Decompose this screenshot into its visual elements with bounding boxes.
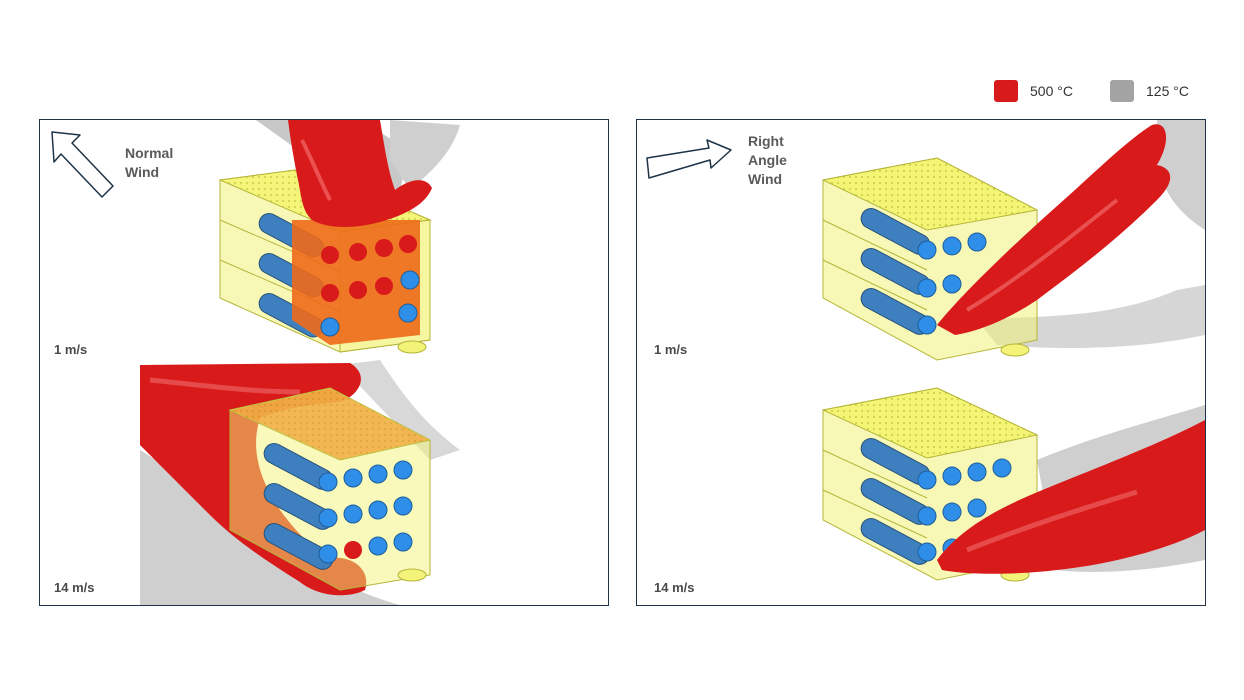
wind-arrow-icon: [51, 131, 114, 198]
panel-normal-wind: Normal Wind 1 m/s 14 m/s: [39, 119, 609, 606]
legend-item-500c: 500 °C: [994, 80, 1073, 102]
speed-label-bottom-normal: 14 m/s: [54, 580, 95, 595]
wind-label-right-angle: Right Angle Wind: [748, 133, 787, 187]
wind-arrow-icon: [646, 139, 732, 179]
panel-right-angle-wind: Right Angle Wind 1 m/s 14 m/s: [636, 119, 1206, 606]
shadow-top: [1157, 120, 1205, 230]
legend-label-500c: 500 °C: [1030, 83, 1073, 99]
plume-top: [937, 124, 1171, 335]
right-angle-wind-scene: [646, 120, 1205, 582]
shadow-top-right: [390, 120, 460, 190]
wind-label-normal: Normal Wind: [125, 145, 174, 180]
legend-swatch-grey: [1110, 80, 1134, 102]
plume-top: [288, 120, 432, 227]
normal-wind-scene: [51, 120, 460, 605]
shadow-bottom: [140, 450, 400, 605]
legend-label-125c: 125 °C: [1146, 83, 1189, 99]
battery-module-bottom: [228, 387, 432, 591]
speed-label-bottom-right-angle: 14 m/s: [654, 580, 695, 595]
speed-label-top-right-angle: 1 m/s: [654, 342, 688, 357]
legend-item-125c: 125 °C: [1110, 80, 1189, 102]
legend-swatch-red: [994, 80, 1018, 102]
legend: 500 °C 125 °C: [990, 80, 1220, 110]
speed-label-top-normal: 1 m/s: [54, 342, 88, 357]
